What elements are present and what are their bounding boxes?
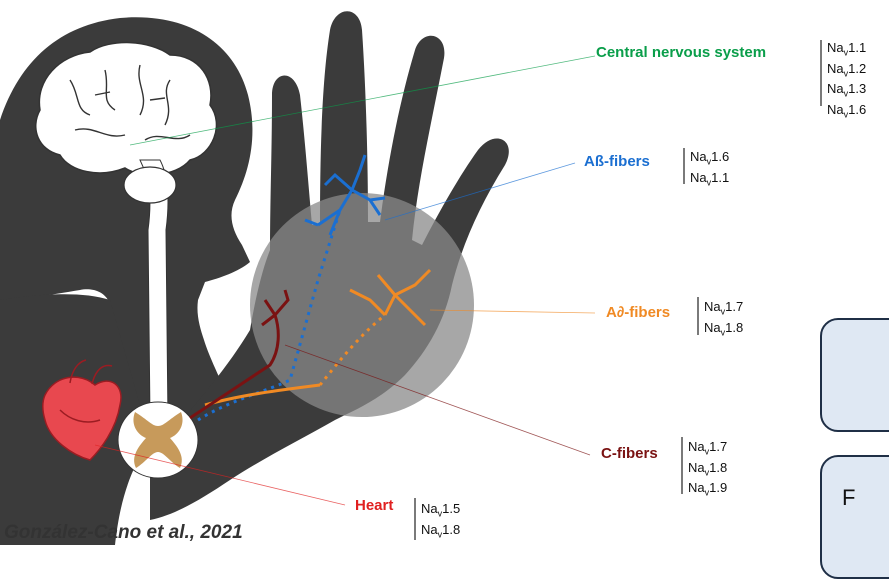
heart-channels: Nav1.5 Nav1.8 (415, 501, 460, 542)
info-box-lower (820, 455, 889, 579)
channel-item: Nav1.9 (688, 480, 727, 501)
channel-item: Nav1.8 (688, 460, 727, 481)
channel-item: Nav1.8 (421, 522, 460, 543)
channel-item: Nav1.3 (827, 81, 866, 102)
channel-item: Nav1.1 (827, 40, 866, 61)
c-channels: Nav1.7 Nav1.8 Nav1.9 (682, 439, 727, 501)
ad-channels: Nav1.7 Nav1.8 (698, 299, 743, 340)
channel-item: Nav1.7 (704, 299, 743, 320)
info-box-text: F (842, 485, 855, 511)
cerebellum (124, 167, 176, 203)
ab-fibers-label: Aß-fibers (584, 153, 650, 170)
c-fibers-label: C-fibers (601, 445, 658, 462)
cns-channels: Nav1.1 Nav1.2 Nav1.3 Nav1.6 (821, 40, 866, 122)
channel-item: Nav1.1 (690, 170, 729, 191)
channel-item: Nav1.5 (421, 501, 460, 522)
channel-item: Nav1.2 (827, 61, 866, 82)
cns-label: Central nervous system (596, 44, 766, 61)
info-box-upper (820, 318, 889, 432)
citation: González-Cano et al., 2021 (4, 522, 243, 544)
channel-item: Nav1.7 (688, 439, 727, 460)
heart-label: Heart (355, 497, 393, 514)
channel-item: Nav1.6 (690, 149, 729, 170)
channel-item: Nav1.8 (704, 320, 743, 341)
brain (36, 43, 217, 175)
channel-item: Nav1.6 (827, 102, 866, 123)
nociception-diagram (0, 0, 889, 551)
ab-channels: Nav1.6 Nav1.1 (684, 149, 729, 190)
ad-fibers-label: A∂-fibers (606, 304, 670, 321)
